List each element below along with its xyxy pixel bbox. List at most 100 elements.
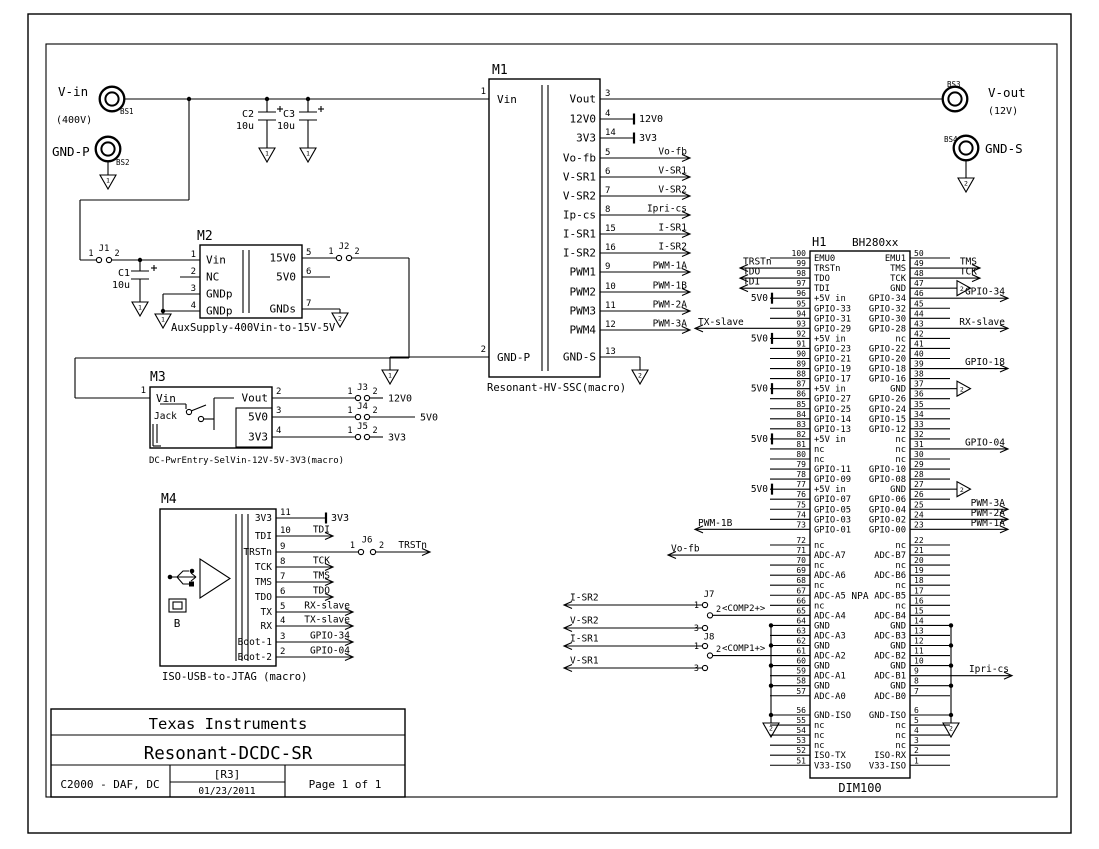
ground-net-number: 2 [949, 725, 953, 733]
net-label: GPIO-34 [965, 287, 1005, 298]
h1-pin-number: 12 [914, 637, 924, 646]
power-net-label: 5V0 [751, 434, 768, 445]
m1-pin-name: Vin [497, 93, 517, 106]
h1-pin-number: 61 [796, 647, 806, 656]
h1-pin-name: nc [814, 721, 825, 731]
net-label: GPIO-34 [310, 631, 350, 642]
power-net-label: 12V0 [388, 394, 412, 405]
h1-pin-name: GPIO-02 [869, 515, 906, 525]
h1-pin-name: ADC-A3 [814, 631, 846, 641]
net-arrow-icon [971, 264, 982, 273]
jumper-pin-icon [105, 256, 113, 264]
h1-pin-number: 5 [914, 716, 919, 725]
h1-pin-name: GPIO-12 [869, 425, 906, 435]
header-part-number: BH280xx [852, 236, 899, 249]
module-m1-box [488, 78, 601, 378]
h1-pin-name: +5V in [814, 435, 846, 445]
ground-net-number: 1 [138, 304, 142, 312]
h1-pin-name: GND [814, 662, 830, 672]
h1-pin-number: 25 [914, 500, 924, 509]
net-arrow-icon [324, 577, 335, 587]
m3-pin-number: 1 [141, 386, 146, 396]
m2-pin-number: 2 [191, 267, 196, 277]
h1-pin-name: GPIO-09 [814, 475, 851, 485]
h1-pin-name: GPIO-00 [869, 525, 906, 535]
h1-pin-number: 94 [796, 309, 806, 318]
h1-pin-name: GPIO-26 [869, 395, 906, 405]
module-m4-box [159, 508, 277, 667]
h1-pin-number: 2 [914, 746, 919, 755]
m1-pin-name: Vout [570, 93, 597, 106]
h1-pin-name: nc [814, 731, 825, 741]
junction-dot-icon [186, 96, 192, 102]
m1-pin-number: 14 [605, 128, 616, 138]
h1-pin-name: GND [890, 662, 906, 672]
h1-pin-number: 4 [914, 726, 919, 735]
net-arrow-icon [344, 621, 355, 631]
power-net-label: 5V0 [751, 333, 768, 344]
ground-icon [956, 279, 972, 297]
h1-pin-name: nc [814, 445, 825, 455]
jumper-pin-icon [197, 415, 205, 423]
h1-pin-number: 92 [796, 329, 806, 338]
ground-net-number: 2 [960, 385, 964, 393]
h1-pin-number: 79 [796, 460, 806, 469]
m1-pin-name: I-SR1 [563, 228, 596, 241]
h1-pin-number: 93 [796, 319, 806, 328]
m1-pin-name: GND-S [563, 351, 596, 364]
net-arrow-icon [681, 153, 692, 163]
m2-pin-number: 4 [191, 301, 196, 311]
m2-pin-number: 7 [306, 299, 311, 309]
net-label: V-SR1 [658, 166, 687, 177]
jumper-pin-number: 1 [694, 601, 699, 611]
junction-dot-icon [137, 257, 143, 263]
net-label: <COMP2+> [722, 604, 766, 614]
h1-pin-name: GPIO-20 [869, 355, 906, 365]
ground-net-number: 2 [964, 180, 968, 188]
m4-pin-name: Boot-2 [238, 652, 272, 663]
h1-pin-number: 86 [796, 390, 806, 399]
h1-pin-name: GPIO-14 [814, 415, 851, 425]
jumper-ref: J3 [357, 383, 368, 393]
wire [190, 404, 207, 412]
m3-pin-number: 4 [276, 426, 281, 436]
net-label: TCK [960, 267, 977, 278]
net-label: I-SR2 [658, 242, 687, 253]
h1-pin-number: 43 [914, 319, 924, 328]
m4-pin-number: 10 [280, 526, 291, 536]
m1-pin-name: PWM3 [570, 305, 597, 318]
net-arrow-icon [681, 267, 692, 277]
ground-icon [956, 480, 972, 498]
h1-pin-name: nc [895, 601, 906, 611]
terminal-label: V-in [58, 84, 88, 99]
h1-pin-number: 29 [914, 460, 924, 469]
net-arrow-icon [562, 623, 573, 633]
h1-pin-number: 64 [796, 616, 806, 625]
h1-pin-name: GND [890, 284, 906, 294]
h1-pin-number: 51 [796, 756, 806, 765]
h1-pin-name: ADC-B2 [874, 652, 906, 662]
junction-dot-icon [768, 643, 774, 648]
h1-pin-number: 97 [796, 279, 806, 288]
ground-icon [957, 177, 975, 194]
ground-net-number: 1 [306, 150, 310, 158]
company-name: Texas Instruments [149, 715, 308, 733]
ground-net-number: 1 [265, 150, 269, 158]
revision-field: [R3] [214, 768, 241, 781]
h1-pin-number: 74 [796, 510, 806, 519]
h1-pin-name: GPIO-11 [814, 465, 851, 475]
net-arrow-icon [562, 663, 573, 673]
net-label: Ipri-cs [647, 204, 687, 215]
net-label: PWM-1B [698, 518, 733, 529]
ground-icon [762, 722, 780, 739]
junction-dot-icon [948, 683, 954, 688]
power-net-label: 3V3 [639, 133, 657, 144]
m1-pin-number: 13 [605, 347, 616, 357]
h1-pin-name: ADC-A4 [814, 611, 846, 621]
jumper-pin-icon [706, 612, 714, 619]
net-label: I-SR1 [658, 223, 687, 234]
h1-pin-number: 69 [796, 566, 806, 575]
net-label: Vo-fb [658, 147, 687, 158]
ground-icon [956, 380, 972, 398]
h1-pin-name: GND [814, 642, 830, 652]
